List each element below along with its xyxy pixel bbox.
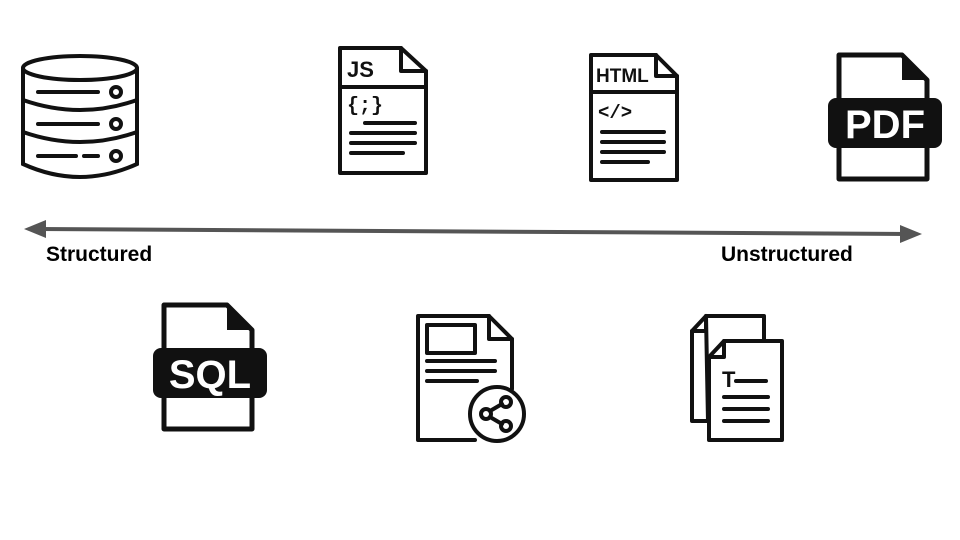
js-file-icon: JS {;}	[337, 45, 429, 177]
shared-document-icon	[415, 313, 533, 445]
text-documents-icon: T	[688, 313, 788, 445]
database-icon	[20, 52, 144, 184]
unstructured-label: Unstructured	[721, 243, 853, 266]
js-badge-label: JS	[347, 57, 374, 82]
text-doc-glyph: T	[722, 367, 736, 392]
html-badge-label: HTML	[596, 66, 649, 87]
js-code-glyph: {;}	[347, 95, 383, 118]
sql-file-icon: SQL	[151, 302, 269, 434]
html-code-glyph: </>	[598, 102, 632, 124]
html-file-icon: HTML </>	[588, 52, 680, 184]
pdf-badge-label: PDF	[845, 103, 925, 147]
sql-badge-label: SQL	[169, 353, 251, 397]
structure-axis-arrow	[24, 220, 922, 243]
pdf-file-icon: PDF	[826, 52, 944, 184]
structured-label: Structured	[46, 243, 153, 266]
